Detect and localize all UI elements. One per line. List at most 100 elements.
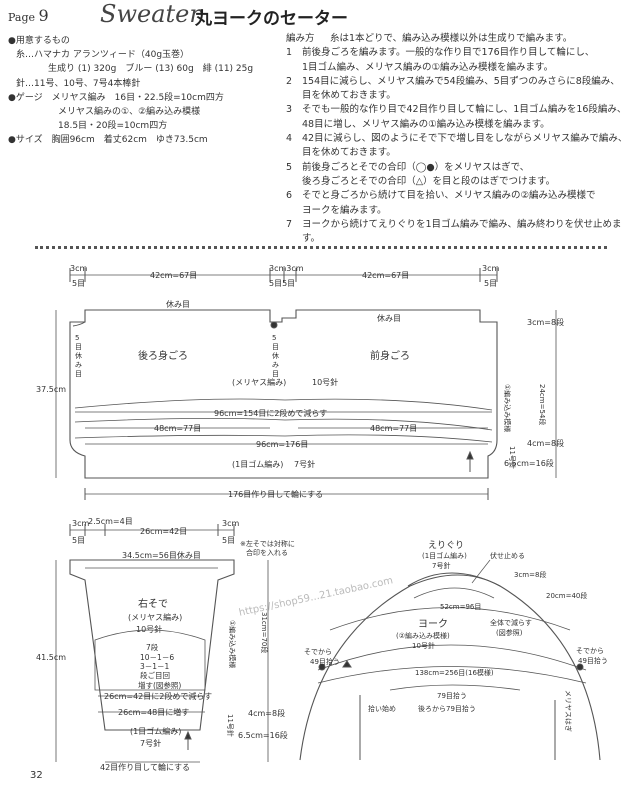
body-diagram: 3cm 5目 42cm=67目 3cm3cm 5目5目 42cm=67目 3cm…	[36, 264, 564, 500]
inc-label: 26cm=48目に増す	[118, 707, 189, 717]
back-label: 後ろ身ごろ	[138, 349, 188, 362]
page-number: 32	[30, 770, 43, 781]
bind-off-label: 伏せ止める	[490, 551, 525, 560]
dim-text: 5目	[484, 279, 497, 288]
cast-on-label: 176目作り目して輪にする	[228, 489, 323, 499]
step-text: ヨークを編みます。	[302, 204, 387, 216]
rest-label: 休み目	[166, 299, 190, 309]
dim-text: 3cm3cm	[269, 264, 304, 273]
width-label: 96cm=176目	[256, 440, 308, 449]
dim-text: 5目	[72, 279, 85, 288]
materials-line: 針…11号、10号、7号4本棒針	[16, 78, 141, 89]
rest-label: 休み目	[377, 313, 401, 323]
materials-line: ●ゲージ メリヤス編み 16目・22.5段=10cm四方	[8, 92, 224, 103]
yoke-needle: 10号針	[412, 641, 435, 650]
decrease-label: 96cm=154目に2段めで減らす	[214, 408, 327, 418]
materials-line: 生成り (1) 320g ブルー (13) 60g 緋 (11) 25g	[48, 64, 254, 75]
width-label: 48cm=77目	[154, 424, 201, 433]
pickup-label: 後ろから79目拾う	[418, 704, 476, 713]
rib-needle: 7号針	[294, 459, 315, 469]
dim-text: 2.5cm=4目	[88, 517, 133, 526]
row-dim: 6.5cm=16段	[504, 458, 554, 468]
note-line: ※左そでは対称に	[240, 539, 295, 548]
yoke-label: ヨーク	[418, 618, 448, 630]
step-text: 前後身ごろとそでの合印（◯●）をメリヤスはぎで、	[302, 161, 530, 173]
row-dim: ①編み込み模様	[503, 384, 512, 432]
row-dim: 24cm=54段	[538, 384, 547, 425]
step-text: そでも一般的な作り目で42目作り目して輪にし、1目ゴム編みを16段編み、	[302, 104, 627, 116]
instruction-step: 7 ヨークから続けてえりぐりを1目ゴム編みで編み、編み終わりを伏せ止めます。	[286, 218, 631, 247]
inc-line: 7段	[146, 642, 159, 652]
step-text: ヨークから続けてえりぐりを1目ゴム編みで編み、編み終わりを伏せ止めます。	[302, 218, 622, 245]
row-dim: ①編み込み模様	[228, 620, 237, 668]
step-number: 4	[286, 133, 293, 145]
stitch-label: (メリヤス編み)	[128, 612, 182, 622]
dim-text: 26cm=42目	[140, 527, 187, 536]
height-label: 37.5cm	[36, 385, 66, 394]
dim-text: 3cm	[70, 264, 87, 273]
inc-line: 3－1－1	[140, 662, 170, 671]
step-text: 42目に減らし、図のようにそで下で増し目をしながらメリヤス編みで編み、	[302, 133, 628, 145]
pickup-label: 79目拾う	[437, 691, 467, 700]
dim-text: 42cm=67目	[362, 271, 409, 280]
pickup-label: そでから	[576, 647, 604, 655]
inc-line: 段ご目回	[140, 670, 170, 680]
inc-line: 10－1－6	[140, 653, 174, 662]
note-line: 合印を入れる	[246, 548, 288, 557]
materials-line: メリヤス編みの①、②編み込み模様	[58, 107, 201, 118]
dec-label: 全体で減らす	[490, 618, 532, 627]
rib-label: (1目ゴム編み)	[232, 459, 283, 469]
materials-block: ●用意するもの 糸…ハマナカ アランツィード（40g玉巻） 生成り (1) 32…	[8, 34, 268, 148]
collar-stitch: (1目ゴム編み)	[422, 551, 467, 560]
step-text: 目を休めておきます。	[302, 147, 396, 159]
dec-label: 26cm=42目に2段めで減らす	[104, 691, 212, 701]
dim-text: 3cm	[72, 519, 89, 528]
inc-line: 増す(図参照)	[138, 680, 181, 690]
row-dim: 11号針	[226, 714, 235, 737]
step-text: 目を休めておきます。	[302, 90, 396, 102]
dim-text: 5目	[72, 536, 85, 545]
instructions-heading: 編み方	[286, 33, 315, 44]
step-number: 5	[286, 161, 293, 173]
materials-line: ●サイズ 胸囲96cm 着丈62cm ゆき73.5cm	[8, 135, 208, 146]
start-label: 拾い始め	[368, 704, 396, 713]
step-number: 1	[286, 47, 293, 59]
instruction-step: 4 42目に減らし、図のようにそで下で増し目をしながらメリヤス編みで編み、	[286, 132, 631, 146]
height-label: 41.5cm	[36, 653, 66, 662]
row-dim: 6.5cm=16段	[238, 730, 288, 740]
yoke-stitch: (②編み込み模様)	[396, 631, 450, 640]
row-dim: 11号針	[508, 446, 517, 469]
width-label: 48cm=77目	[370, 424, 417, 433]
instruction-step: 目を休めておきます。	[286, 89, 631, 103]
needle-label: 10号針	[136, 624, 162, 634]
step-number: 7	[286, 218, 293, 230]
step-text: 後ろ身ごろとそでの合印（△）を目と段のはぎでつけます。	[302, 175, 556, 187]
yoke-diagram: えりぐり (1目ゴム編み) 7号針 伏せ止める 3cm=8段 20cm=40段 …	[299, 540, 608, 761]
width-label: 52cm=96目	[440, 603, 481, 611]
rib-label: (1目ゴム編み)	[130, 726, 181, 736]
step-number: 6	[286, 190, 293, 202]
instructions-intro: 糸は1本どりで、編み込み模様以外は生成りで編みます。	[330, 33, 573, 44]
pickup-label: 49目拾う	[310, 657, 340, 666]
stitch-label: (メリヤス編み)	[232, 377, 286, 387]
seam-label: メリヤスはぎ	[564, 690, 573, 732]
dim-text: 5目5目	[269, 279, 295, 288]
instruction-step: 48目に増し、メリヤス編みの①編み込み模様を編みます。	[286, 118, 631, 132]
page-label: Page 9	[8, 6, 49, 25]
row-dim: 4cm=8段	[527, 438, 564, 448]
width-label: 138cm=256目(16模様)	[415, 668, 494, 677]
materials-line: ●用意するもの	[8, 36, 70, 46]
instruction-step: 目を休めておきます。	[286, 146, 631, 160]
row-dim: 20cm=40段	[546, 591, 587, 600]
dim-text: 3cm	[482, 264, 499, 273]
step-number: 2	[286, 75, 293, 87]
page-title: 丸ヨークのセーター	[195, 9, 348, 29]
step-text: 48目に増し、メリヤス編みの①編み込み模様を編みます。	[302, 118, 550, 130]
